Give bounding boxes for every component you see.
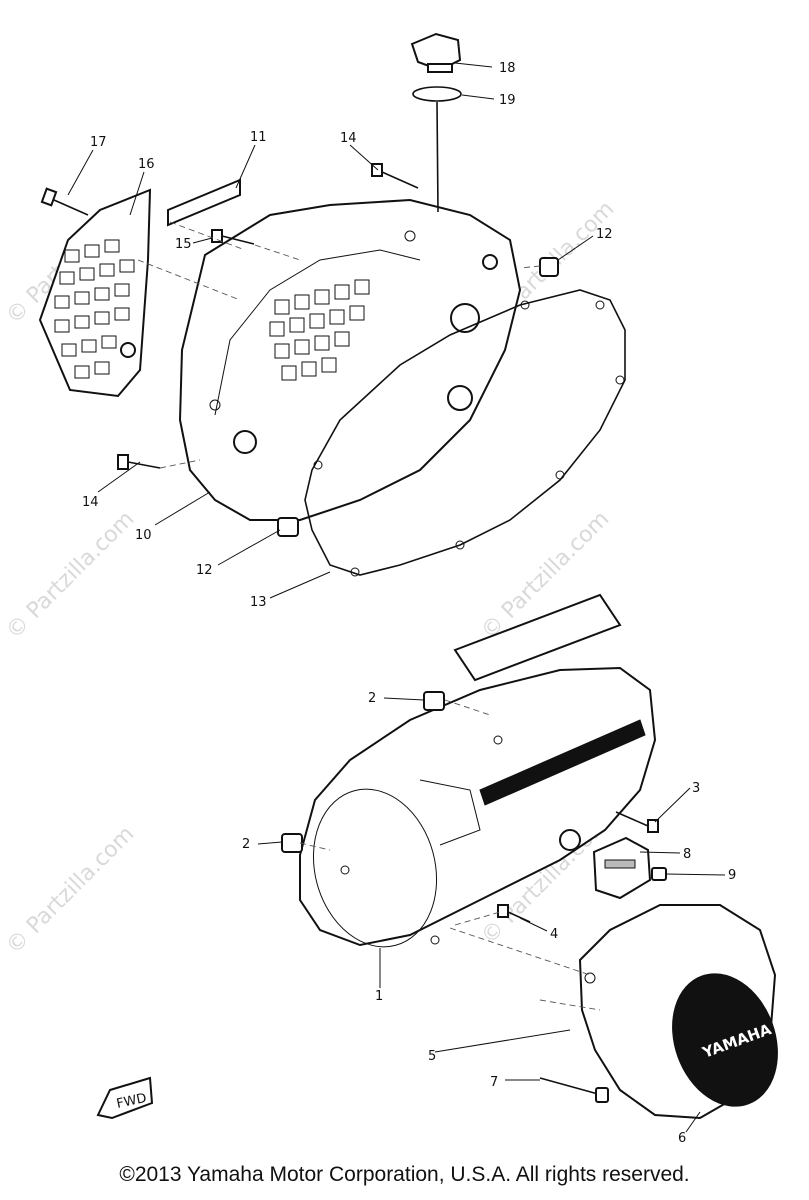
part-13-gasket	[304, 289, 626, 576]
callout-16: 16	[138, 157, 155, 172]
callout-11: 11	[250, 130, 267, 145]
callout-2a: 2	[368, 691, 376, 706]
callout-14b: 14	[82, 495, 99, 510]
part-4-screw	[497, 904, 531, 923]
callout-8: 8	[683, 847, 691, 862]
copyright-notice: ©2013 Yamaha Motor Corporation, U.S.A. A…	[119, 1163, 690, 1186]
callout-6: 6	[678, 1131, 686, 1146]
alignment-lines-upper	[137, 221, 541, 469]
watermark: © Partzilla.com	[2, 507, 140, 645]
callout-3: 3	[692, 781, 700, 796]
part-3-screw	[615, 811, 659, 833]
part-17-screw	[40, 187, 89, 216]
part-15-screw	[211, 229, 255, 245]
part-6-badge: YAMAHA	[672, 973, 778, 1107]
callout-10: 10	[135, 528, 152, 543]
part-1-clutch-cover	[299, 666, 657, 948]
part-9-screw	[651, 867, 667, 881]
alignment-lines-lower	[299, 699, 601, 1011]
part-11-label	[167, 178, 241, 227]
callout-17: 17	[90, 135, 107, 150]
part-19-o-ring	[412, 86, 462, 102]
callout-14a: 14	[340, 131, 357, 146]
watermark: © Partzilla.com	[2, 822, 140, 960]
part-7-screw	[539, 1077, 609, 1103]
part-2-dowel	[281, 833, 303, 853]
gasket-holes	[313, 300, 625, 577]
part-18-oil-filler-cap	[410, 32, 462, 73]
part-12-dowel	[277, 517, 299, 537]
dipstick-rod	[436, 101, 439, 213]
callout-5: 5	[428, 1049, 436, 1064]
callout-4: 4	[550, 927, 558, 942]
callout-1: 1	[375, 989, 383, 1004]
cover-label-plate	[453, 593, 622, 682]
callout-13: 13	[250, 595, 267, 610]
callouts: 18 19 17 16 11 14 15 12 14 10 12 13 2 2 …	[82, 61, 736, 1146]
callout-2b: 2	[242, 837, 250, 852]
fwd-arrow-icon: FWD	[96, 1076, 154, 1120]
part-2-dowel	[423, 691, 445, 711]
callout-18: 18	[499, 61, 516, 76]
part-16-grille-plate	[38, 188, 152, 398]
leader-lines	[67, 62, 726, 1133]
part-12-dowel	[539, 257, 559, 277]
callout-7: 7	[490, 1075, 498, 1090]
callout-12b: 12	[196, 563, 213, 578]
callout-15: 15	[175, 237, 192, 252]
part-10-crankcase-cover	[178, 198, 522, 521]
part-14-screw	[117, 454, 161, 470]
fwd-label: FWD	[115, 1091, 148, 1112]
callout-9: 9	[728, 868, 736, 883]
callout-19: 19	[499, 93, 516, 108]
part-8-bracket	[592, 836, 652, 900]
callout-12a: 12	[596, 227, 613, 242]
part-14-screw	[371, 163, 419, 189]
